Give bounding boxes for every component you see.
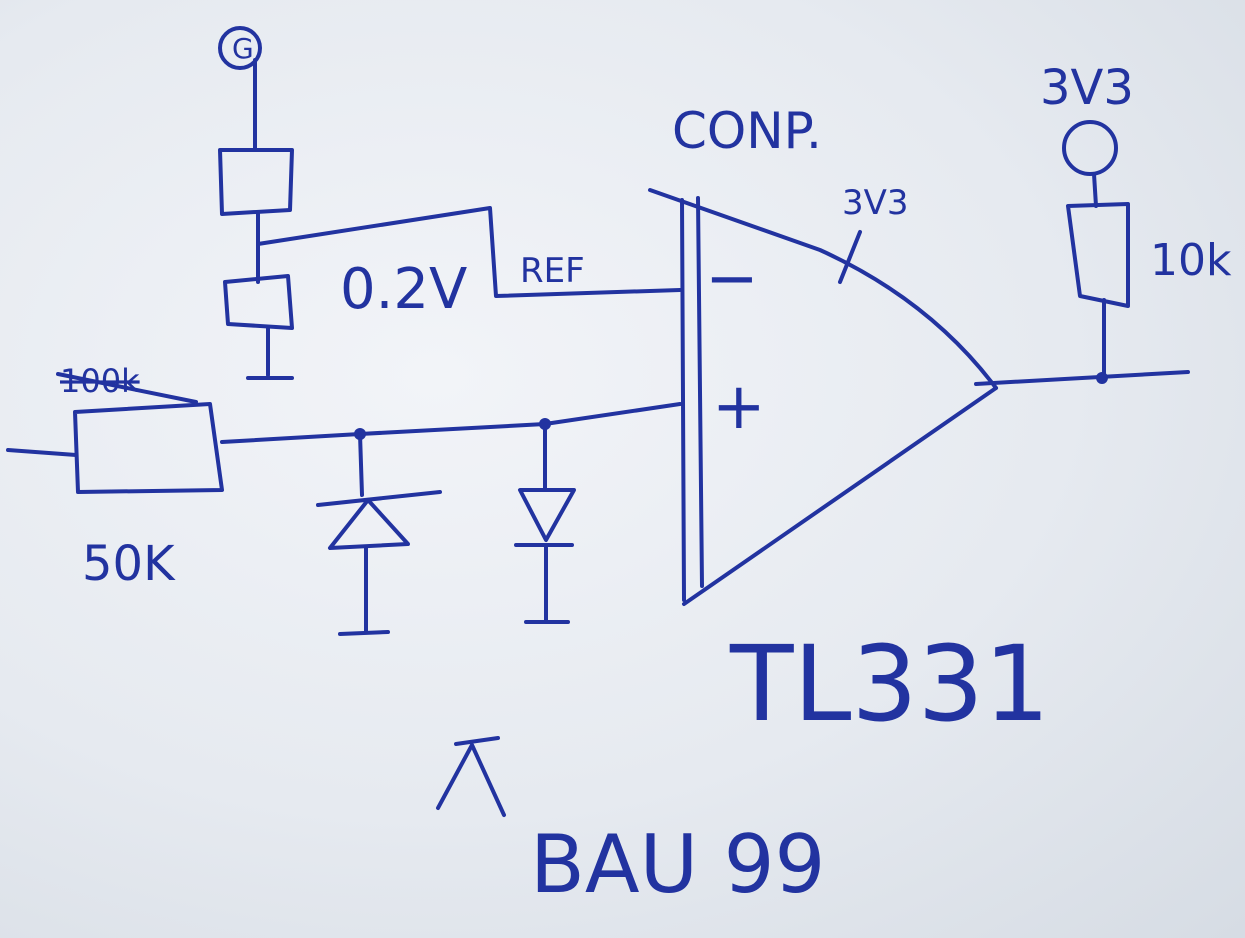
comparator-minus-sign: −	[705, 242, 759, 316]
ref-label: REF	[520, 251, 585, 291]
divider-resistor-top	[218, 148, 294, 216]
comparator-input-bar-2	[696, 196, 704, 588]
diode-1-bar	[316, 490, 442, 507]
comparator-input-bar	[680, 198, 686, 602]
output-wire	[974, 370, 1190, 386]
signal-wire	[220, 402, 682, 444]
pullup-supply-terminal	[1062, 120, 1118, 176]
input-wire-left	[6, 448, 78, 457]
supply-left-label: G	[232, 32, 254, 65]
ref-wire	[256, 206, 682, 298]
diode-2-triangle	[518, 488, 576, 542]
comparator-title: CONP.	[672, 102, 822, 160]
schematic-ink: G 0.2V REF 100k 50K	[6, 26, 1232, 911]
pullup-top-wire	[1092, 172, 1098, 208]
ref-voltage-label: 0.2V	[340, 257, 467, 322]
comparator-bottom-edge	[682, 386, 998, 606]
pullup-value-label: 10k	[1150, 235, 1232, 286]
comparator-plus-sign: +	[712, 370, 766, 444]
comparator-supply-tick	[838, 230, 862, 284]
input-resistor	[73, 402, 224, 494]
divider-resistor-bottom	[223, 274, 294, 330]
comparator-supply-label: 3V3	[842, 183, 909, 223]
comparator-top-edge	[648, 188, 998, 390]
supply-terminal-left	[218, 26, 262, 70]
diode-pointer-arrow	[436, 736, 506, 817]
diode-1-ground	[338, 630, 390, 636]
strike-through	[56, 372, 198, 404]
diode-part-label: BAU 99	[530, 818, 825, 911]
pullup-resistor	[1066, 202, 1130, 308]
part-number-label: TL331	[729, 623, 1050, 745]
diode-1-lead-top	[358, 432, 364, 497]
pullup-supply-label: 3V3	[1040, 60, 1134, 116]
input-resistor-value: 50K	[82, 536, 176, 592]
diode-1-triangle	[328, 498, 410, 550]
